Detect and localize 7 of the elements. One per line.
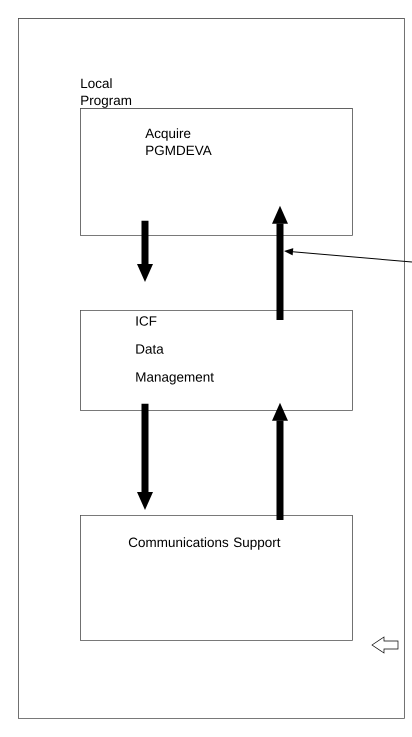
process-box: Communications Support: [80, 515, 353, 641]
arrow: [137, 220, 153, 282]
arrow: [272, 402, 288, 520]
process-box: Acquire PGMDEVA: [80, 108, 353, 236]
arrow: [137, 404, 153, 510]
process-box: ICF Data Management: [80, 310, 353, 411]
arrow: [272, 206, 288, 320]
